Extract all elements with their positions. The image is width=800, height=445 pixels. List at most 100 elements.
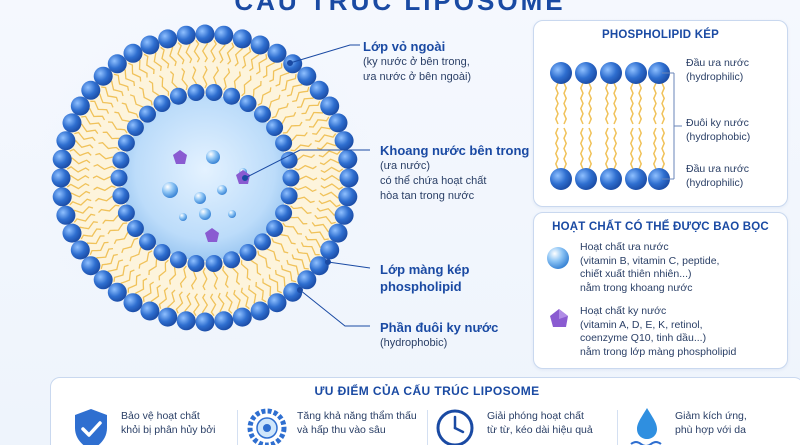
phospholipid-head	[56, 131, 76, 151]
phospholipid-head	[254, 105, 271, 123]
water-drop-icon	[630, 408, 662, 445]
phospholipid-head	[52, 149, 72, 169]
hydrophilic-active-text: Hoạt chất ưa nước (vitamin B, vitamin C,…	[580, 241, 720, 294]
phospholipid-head	[280, 187, 298, 205]
head-bottom-label: Đầu ưa nước (hydrophilic)	[686, 163, 749, 189]
phospholipid-panel: PHOSPHOLIPID KÉP Đầu ưa nước (hydrophili…	[533, 20, 788, 207]
inner-head-layer	[110, 84, 300, 272]
phospholipid-head	[153, 95, 171, 112]
phospholipid-head	[81, 256, 101, 276]
phospholipid-head	[110, 169, 128, 187]
phospholipid-head	[320, 96, 340, 116]
phospholipid-head	[266, 119, 284, 136]
phospholipid-head	[205, 255, 223, 272]
outer-tail-layer	[66, 39, 344, 317]
phospholipid-head	[140, 35, 160, 55]
phospholipid-head	[297, 270, 317, 290]
advantage-item: Giải phóng hoạt chất từ từ, kéo dài hiệu…	[429, 404, 609, 445]
advantages-title: ƯU ĐIỂM CỦA CẤU TRÚC LIPOSOME	[314, 384, 540, 398]
advantage-text: Bảo vệ hoạt chất khỏi bị phân hủy bởi	[121, 410, 216, 436]
phospholipid-head	[126, 220, 144, 237]
phospholipid-head	[280, 151, 298, 169]
phospholipid-head	[70, 240, 90, 260]
advantage-item: Bảo vệ hoạt chất khỏi bị phân hủy bởi	[63, 404, 233, 445]
advantage-item: Giảm kích ứng, phù hợp với da	[621, 404, 800, 445]
phospholipid-head	[309, 256, 329, 276]
phospholipid-head	[625, 62, 647, 84]
phospholipid-head	[176, 25, 196, 45]
phospholipid-head	[232, 307, 252, 327]
phospholipid-head	[267, 43, 287, 63]
phospholipid-head	[169, 251, 187, 269]
label-bilayer: Lớp màng kép phospholipid	[380, 262, 470, 294]
phospholipid-head	[123, 43, 143, 63]
aqueous-core	[122, 95, 288, 261]
phospholipid-head	[52, 187, 72, 207]
phospholipid-head	[266, 220, 284, 237]
phospholipid-head	[625, 168, 647, 190]
phospholipid-head	[338, 187, 358, 207]
absorption-ring-icon	[247, 408, 287, 445]
phospholipid-head	[81, 80, 101, 100]
phospholipid-head	[275, 204, 293, 222]
phospholipid-head	[93, 270, 113, 290]
phospholipid-head	[339, 168, 359, 188]
outer-head-layer	[51, 24, 359, 332]
phospholipid-head	[334, 131, 354, 151]
phospholipid-head	[328, 113, 348, 133]
phospholipid-head	[283, 282, 303, 302]
phospholipid-head	[195, 24, 215, 44]
hydrophilic-bubble-icon	[547, 247, 569, 269]
phospholipid-head	[139, 233, 156, 251]
phospholipid-head	[62, 113, 82, 133]
advantage-text: Giải phóng hoạt chất từ từ, kéo dài hiệu…	[487, 410, 593, 436]
phospholipid-head	[195, 312, 215, 332]
phospholipid-head	[600, 168, 622, 190]
phospholipid-head	[117, 134, 135, 152]
phospholipid-head	[169, 87, 187, 105]
phospholipid-head	[187, 255, 205, 272]
phospholipid-head	[70, 96, 90, 116]
phospholipid-head	[205, 84, 223, 101]
phospholipid-head	[232, 29, 252, 49]
phospholipid-head	[62, 223, 82, 243]
phospholipid-head	[575, 62, 597, 84]
actives-panel-title: HOẠT CHẤT CÓ THỂ ĐƯỢC BAO BỌC	[552, 221, 769, 233]
phospholipid-head	[297, 66, 317, 86]
phospholipid-head	[56, 205, 76, 225]
phospholipid-head	[309, 80, 329, 100]
phospholipid-head	[320, 240, 340, 260]
phospholipid-head	[648, 62, 670, 84]
phospholipid-head	[550, 62, 572, 84]
phospholipid-head	[158, 29, 178, 49]
phospholipid-head	[140, 301, 160, 321]
shield-check-icon	[75, 409, 107, 445]
phospholipid-head	[117, 204, 135, 222]
phospholipid-head	[275, 134, 293, 152]
advantage-text: Tăng khả năng thẩm thấu và hấp thu vào s…	[297, 410, 417, 436]
phospholipid-head	[250, 35, 270, 55]
label-tails: Phần đuôi ky nước (hydrophobic)	[380, 320, 499, 349]
advantages-panel: ƯU ĐIỂM CỦA CẤU TRÚC LIPOSOME Bảo vệ hoạ…	[50, 377, 800, 445]
phospholipid-head	[334, 205, 354, 225]
phospholipid-head	[550, 168, 572, 190]
phospholipid-head	[187, 84, 205, 101]
label-inner-core: Khoang nước bên trong (ưa nước) có thể c…	[380, 143, 530, 202]
phospholipid-head	[338, 149, 358, 169]
phospholipid-head	[93, 66, 113, 86]
phospholipid-head	[153, 244, 171, 261]
phospholipid-head	[176, 311, 196, 331]
phospholipid-head	[214, 311, 234, 331]
advantage-item: Tăng khả năng thẩm thấu và hấp thu vào s…	[239, 404, 419, 445]
phospholipid-head	[112, 187, 130, 205]
advantage-text: Giảm kích ứng, phù hợp với da	[675, 410, 747, 436]
actives-panel: HOẠT CHẤT CÓ THỂ ĐƯỢC BAO BỌC Hoạt chất …	[533, 212, 788, 369]
phospholipid-head	[254, 233, 271, 251]
phospholipid-head	[123, 293, 143, 313]
phospholipid-head	[267, 293, 287, 313]
hydrophobic-active-text: Hoạt chất ky nước (vitamin A, D, E, K, r…	[580, 305, 737, 358]
phospholipid-head	[107, 54, 127, 74]
phospholipid-head	[214, 25, 234, 45]
